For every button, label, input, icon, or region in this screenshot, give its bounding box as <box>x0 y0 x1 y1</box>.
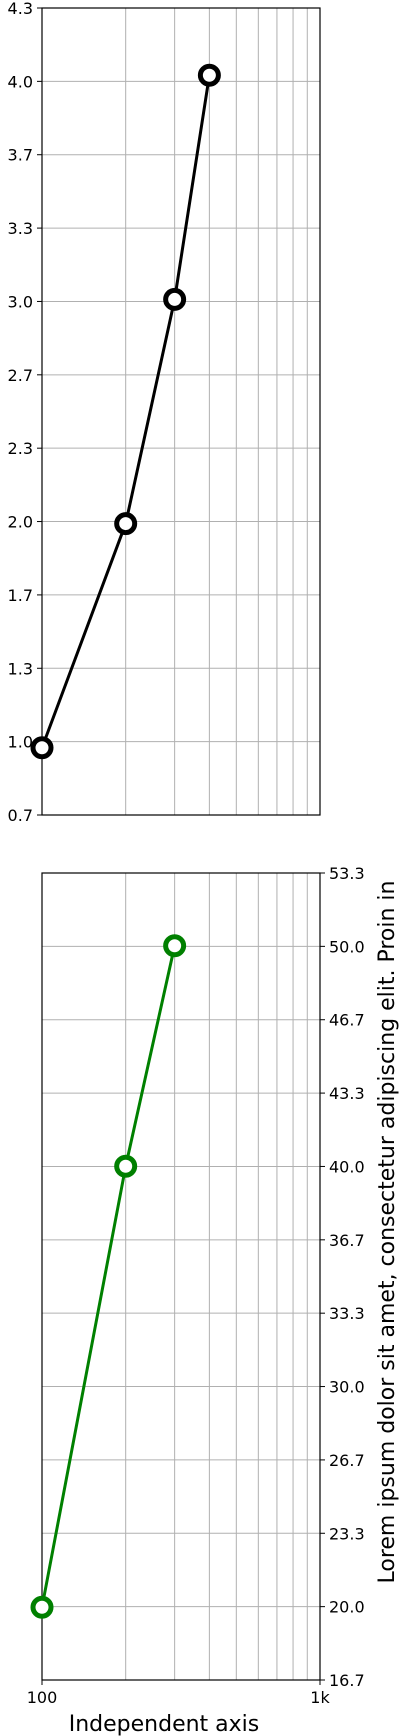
y-tick-label: 33.3 <box>329 1304 365 1323</box>
series-line <box>40 75 211 749</box>
data-point-marker <box>197 63 221 87</box>
plot-frame <box>41 7 321 816</box>
x-axis-label: Independent axis <box>69 1712 260 1736</box>
y-tick-label: 40.0 <box>329 1157 365 1176</box>
y-tick-label: 3.0 <box>8 292 33 311</box>
top-panel: 0.7 1.0 1.3 1.7 2.0 2.3 2.7 3.0 3.3 3.7 4.0 4.3 <box>8 0 321 825</box>
y-tick-label: 43.3 <box>329 1084 365 1103</box>
y-tick-label: 53.3 <box>329 864 365 883</box>
data-point-marker <box>114 1154 138 1178</box>
y-tick-label: 46.7 <box>329 1011 365 1030</box>
data-point-marker <box>114 512 138 536</box>
y-tick-label: 26.7 <box>329 1451 365 1470</box>
plot-frame <box>41 872 321 1681</box>
y-tick-label: 2.7 <box>8 366 33 385</box>
y-tick-label: 4.3 <box>8 0 33 18</box>
y-tick-label: 3.3 <box>8 219 33 238</box>
y-tick-label: 1.3 <box>8 659 33 678</box>
data-point-marker <box>30 736 54 760</box>
y-tick-label: 2.0 <box>8 513 33 532</box>
bottom-panel: 16.7 20.0 23.3 26.7 30.0 33.3 36.7 40.0 43.3 46.7… <box>27 864 365 1707</box>
y-tick-label: 4.0 <box>8 72 33 91</box>
y-tick-label: 1.0 <box>8 733 33 752</box>
x-tick-label: 1k <box>310 1688 330 1707</box>
y-tick-label: 30.0 <box>329 1378 365 1397</box>
y-tick-label: 3.7 <box>8 146 33 165</box>
x-tick-label: 100 <box>27 1688 58 1707</box>
data-point-marker <box>30 1595 54 1619</box>
y-tick-label: 1.7 <box>8 586 33 605</box>
y-tick-label: 2.3 <box>8 439 33 458</box>
y-tick-label: 23.3 <box>329 1524 365 1543</box>
y-tick-label: 36.7 <box>329 1231 365 1250</box>
y-tick-label: 16.7 <box>329 1671 365 1690</box>
y-tick-label: 0.7 <box>8 806 33 825</box>
y-tick-label: 20.0 <box>329 1598 365 1617</box>
data-point-marker <box>163 287 187 311</box>
data-point-marker <box>163 934 187 958</box>
y-axis-label-right: Lorem ipsum dolor sit amet, consectetur … <box>375 881 400 1584</box>
y-tick-label: 50.0 <box>329 937 365 956</box>
